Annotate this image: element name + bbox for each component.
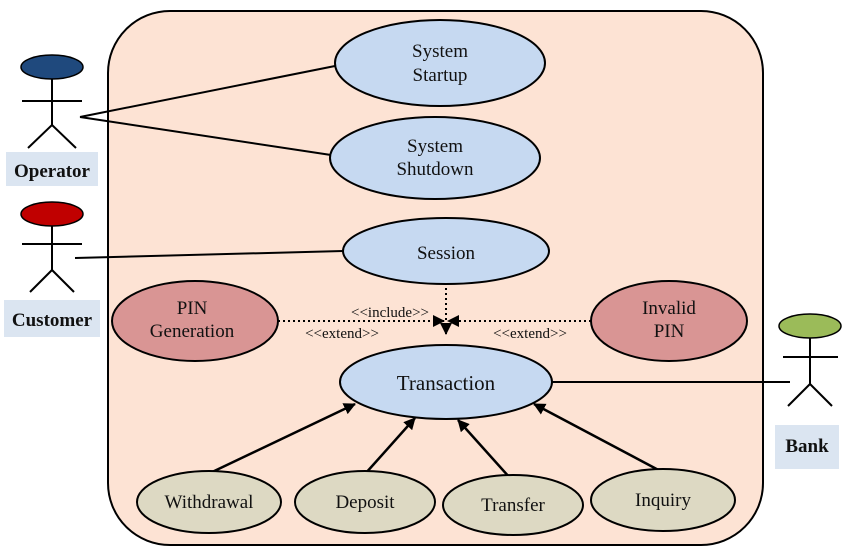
actor-operator[interactable]: Operator <box>6 54 98 186</box>
association-lines <box>74 65 790 383</box>
use-case-session[interactable]: Session <box>342 217 550 285</box>
system-shutdown-line1: System <box>407 136 463 157</box>
operator-head <box>20 54 84 80</box>
use-case-inquiry[interactable]: Inquiry <box>590 468 736 532</box>
bank-label: Bank <box>785 436 829 457</box>
invalid-pin-line2: PIN <box>654 321 685 342</box>
use-case-system-shutdown[interactable]: System Shutdown <box>329 116 541 200</box>
use-case-deposit[interactable]: Deposit <box>294 470 436 534</box>
customer-head <box>20 201 84 227</box>
include-label: <<include>> <box>351 305 429 321</box>
withdrawal-arrow <box>207 402 356 476</box>
generalization-arrows <box>207 402 667 479</box>
use-case-system-startup[interactable]: System Startup <box>334 19 546 107</box>
transfer-arrow <box>457 419 511 479</box>
operator-label-bg <box>6 152 98 186</box>
operator-label: Operator <box>14 161 91 182</box>
actor-bank[interactable]: Bank <box>775 313 842 469</box>
invalid-pin-line1: Invalid <box>642 298 696 319</box>
inquiry-arrow <box>533 402 667 476</box>
use-case-pin-generation[interactable]: PIN Generation <box>111 280 279 362</box>
dependency-lines <box>278 283 591 335</box>
deposit-label: Deposit <box>335 492 395 513</box>
transaction-label: Transaction <box>397 371 496 395</box>
extend-right-label: <<extend>> <box>493 326 567 342</box>
pin-generation-line1: PIN <box>177 298 208 319</box>
use-case-invalid-pin[interactable]: Invalid PIN <box>590 280 748 362</box>
transfer-label: Transfer <box>481 495 545 516</box>
pin-generation-line2: Generation <box>150 321 235 342</box>
operator-startup-line <box>79 65 336 118</box>
bank-label-bg <box>775 425 839 469</box>
actor-customer[interactable]: Customer <box>4 201 100 337</box>
customer-label: Customer <box>12 310 93 331</box>
operator-shutdown-line <box>79 116 332 156</box>
system-startup-line2: Startup <box>413 65 468 86</box>
extend-left-label: <<extend>> <box>305 326 379 342</box>
system-shutdown-line2: Shutdown <box>396 159 474 180</box>
customer-session-line <box>74 250 344 259</box>
use-case-transaction[interactable]: Transaction <box>339 344 553 420</box>
deposit-arrow <box>364 417 416 475</box>
inquiry-label: Inquiry <box>635 490 691 511</box>
customer-label-bg <box>4 300 100 337</box>
bank-head <box>778 313 842 339</box>
withdrawal-label: Withdrawal <box>165 492 254 513</box>
use-case-withdrawal[interactable]: Withdrawal <box>136 470 282 534</box>
system-startup-line1: System <box>412 41 468 62</box>
use-case-transfer[interactable]: Transfer <box>442 474 584 536</box>
session-label: Session <box>417 243 476 264</box>
